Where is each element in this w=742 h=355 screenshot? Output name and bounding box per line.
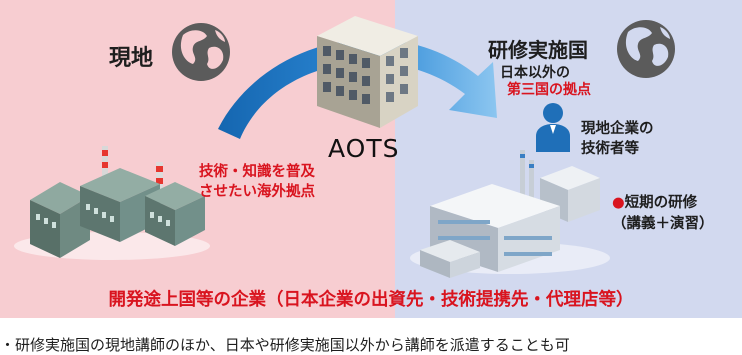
- footnote: ・研修実施国の現地講師のほか、日本や研修実施国以外から講師を派遣することも可: [0, 336, 570, 354]
- factory-illustration: [14, 146, 210, 260]
- globe-icon: [172, 23, 230, 81]
- training-center-illustration: [410, 150, 610, 278]
- aots-label: AOTS: [328, 134, 400, 163]
- trainee-label: 現地企業の 技術者等: [581, 121, 654, 157]
- person-icon: [536, 103, 570, 152]
- local-label: 現地: [109, 46, 154, 71]
- training-label: ●短期の研修 （講義＋演習）: [612, 195, 714, 232]
- building-illustration: [317, 16, 418, 128]
- training-country-label: 研修実施国: [488, 38, 588, 62]
- overseas-base-note: 技術・知識を普及 させたい海外拠点: [199, 164, 315, 200]
- bullet-icon: ●: [612, 195, 625, 211]
- third-country-label: 第三国の拠点: [507, 82, 591, 98]
- outside-japan-label: 日本以外の: [500, 65, 570, 81]
- globe-icon: [617, 20, 675, 78]
- bottom-caption: 開発途上国等の企業（日本企業の出資先・技術提携先・代理店等）: [108, 290, 634, 310]
- flow-arrow: [218, 39, 497, 139]
